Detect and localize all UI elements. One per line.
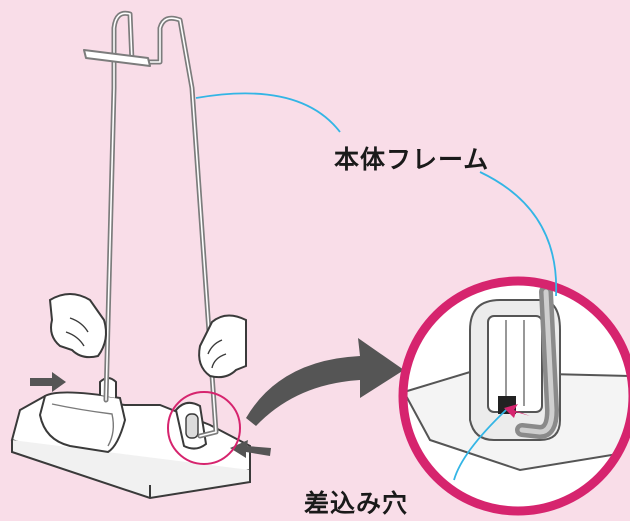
frame-leader-line xyxy=(195,92,341,133)
right-hand-icon xyxy=(198,314,247,379)
slot-label: 差込み穴 xyxy=(304,489,409,518)
magnify-arrow-icon xyxy=(246,338,404,426)
stand-base xyxy=(10,377,251,500)
frame-leader-line-2 xyxy=(479,171,558,297)
frame-wire xyxy=(83,10,219,439)
frame-label: 本体フレーム xyxy=(334,145,490,174)
magnifier-ring xyxy=(398,276,630,516)
push-arrow-left-icon xyxy=(30,372,66,392)
magnified-detail xyxy=(398,276,630,516)
left-hand-icon xyxy=(48,293,107,359)
push-arrow-right-icon xyxy=(230,440,271,458)
slot-leader-line xyxy=(453,409,507,481)
detail-marker-ring xyxy=(167,391,241,465)
